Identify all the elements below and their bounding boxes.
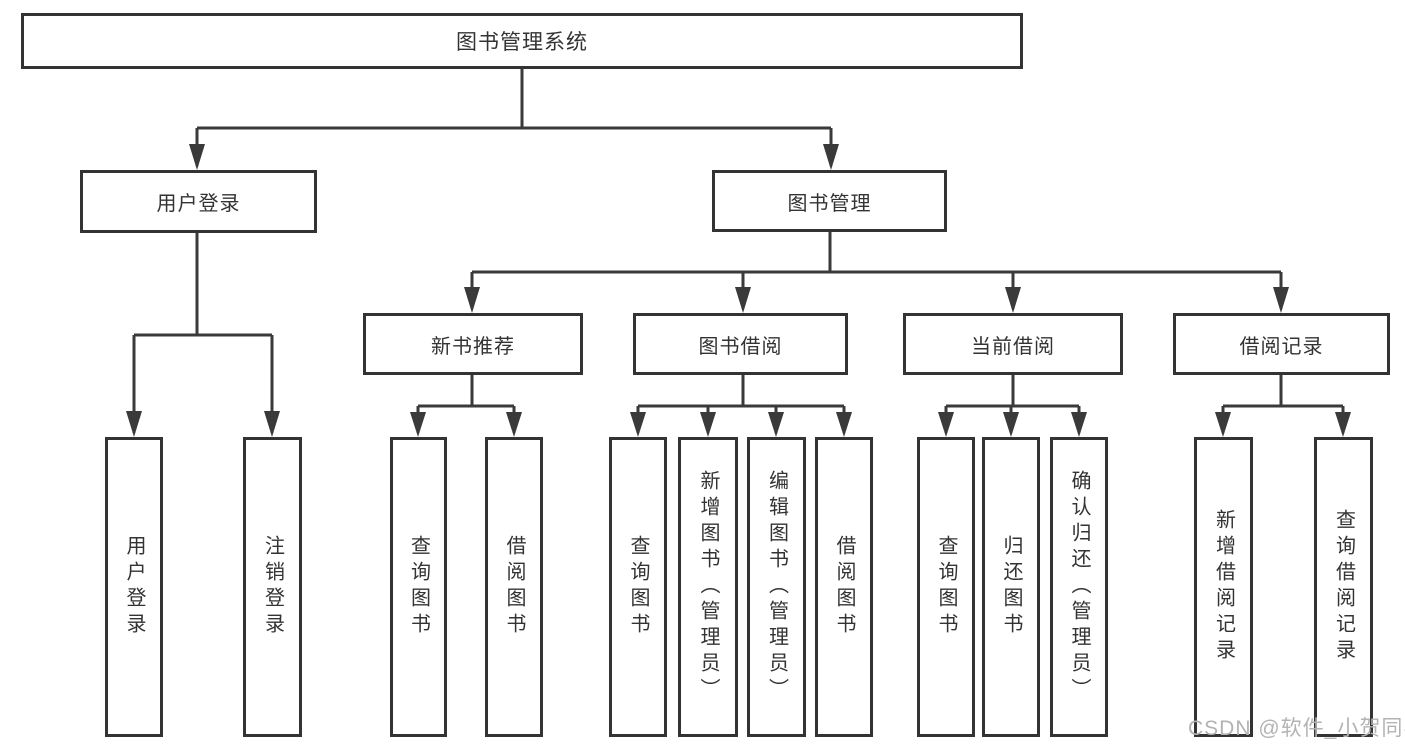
leaf-borrow-edit-admin-label: 编辑图书（管理员）: [765, 470, 788, 704]
connector-bookmgmt-to-level3: [470, 232, 1283, 309]
node-book-borrow-label: 图书借阅: [698, 335, 783, 358]
leaf-logout-label: 注销登录: [261, 535, 284, 639]
node-book-management: 图书管理: [712, 170, 947, 232]
arrowheads-currentborrow-leaves: [938, 412, 1087, 437]
leaf-record-query: 查询借阅记录: [1314, 437, 1373, 737]
leaf-logout: 注销登录: [243, 437, 302, 737]
connector-root-to-level2: [195, 69, 833, 166]
connector-bookborrow-to-leaves: [636, 375, 846, 433]
leaf-borrow-add-admin-label: 新增图书（管理员）: [697, 470, 719, 704]
node-new-book-recommend: 新书推荐: [363, 313, 583, 375]
node-borrow-record-label: 借阅记录: [1239, 335, 1324, 358]
node-book-management-label: 图书管理: [787, 192, 872, 215]
node-user-login-label: 用户登录: [156, 193, 241, 215]
arrowheads-level2: [189, 144, 839, 170]
leaf-current-query: 查询图书: [917, 437, 975, 737]
leaf-newbook-query-label: 查询图书: [407, 535, 430, 639]
leaf-borrow-book-label: 借阅图书: [833, 535, 855, 639]
node-root-library-system: 图书管理系统: [21, 13, 1023, 69]
leaf-newbook-borrow: 借阅图书: [485, 437, 543, 737]
leaf-record-add-label: 新增借阅记录: [1212, 509, 1235, 665]
leaf-current-return-label: 归还图书: [1000, 535, 1022, 639]
arrowheads-bookborrow-leaves: [630, 412, 852, 437]
connector-newbook-to-leaves: [416, 375, 516, 433]
node-current-borrow-label: 当前借阅: [971, 335, 1055, 358]
leaf-record-add: 新增借阅记录: [1194, 437, 1253, 737]
connector-borrowrecord-to-leaves: [1221, 375, 1345, 433]
node-root-label: 图书管理系统: [456, 31, 588, 54]
leaf-record-query-label: 查询借阅记录: [1332, 509, 1355, 665]
leaf-borrow-edit-admin: 编辑图书（管理员）: [747, 437, 806, 737]
csdn-watermark: CSDN @软件_小贺同学: [1188, 717, 1405, 740]
leaf-borrow-query-label: 查询图书: [627, 535, 649, 639]
node-borrow-record: 借阅记录: [1173, 313, 1390, 375]
leaf-borrow-add-admin: 新增图书（管理员）: [678, 437, 738, 737]
node-current-borrow: 当前借阅: [903, 313, 1123, 375]
leaf-current-return: 归还图书: [982, 437, 1040, 737]
leaf-user-login: 用户登录: [105, 437, 163, 737]
leaf-current-confirm-admin: 确认归还（管理员）: [1050, 437, 1108, 737]
arrowheads-borrowrecord-leaves: [1215, 412, 1351, 437]
node-new-book-recommend-label: 新书推荐: [431, 335, 515, 358]
leaf-newbook-query: 查询图书: [390, 437, 447, 737]
connector-userlogin-to-leaves: [132, 233, 274, 433]
arrowheads-level3: [464, 287, 1289, 313]
leaf-newbook-borrow-label: 借阅图书: [503, 535, 525, 639]
node-book-borrow: 图书借阅: [633, 313, 848, 375]
leaf-current-query-label: 查询图书: [935, 535, 957, 639]
node-user-login: 用户登录: [80, 170, 317, 233]
leaf-user-login-label: 用户登录: [123, 535, 145, 639]
arrowheads-newbook-leaves: [410, 412, 522, 437]
leaf-borrow-query: 查询图书: [609, 437, 667, 737]
leaf-borrow-book: 借阅图书: [815, 437, 873, 737]
arrowheads-userlogin-leaves: [126, 411, 280, 437]
leaf-current-confirm-admin-label: 确认归还（管理员）: [1068, 470, 1090, 704]
